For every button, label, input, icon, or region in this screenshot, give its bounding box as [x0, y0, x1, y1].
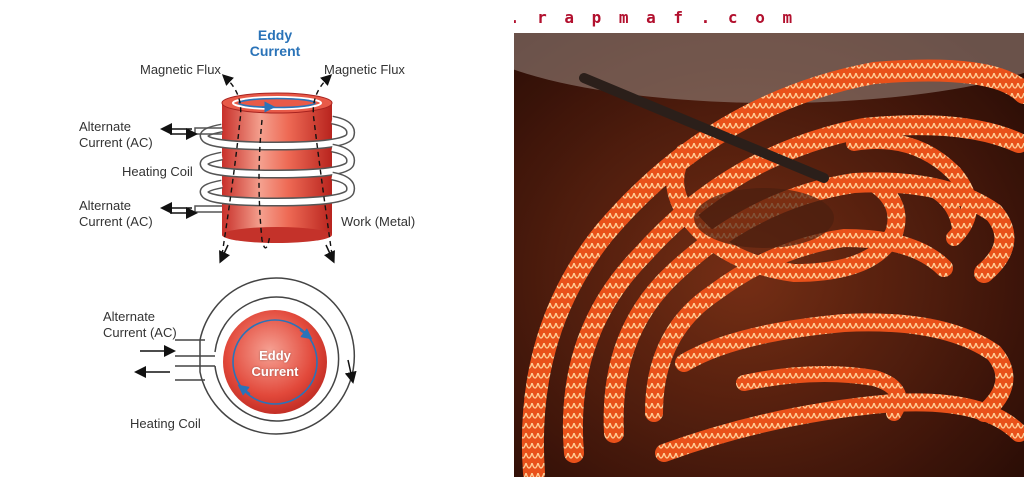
- label-eddy-current-top: Eddy Current: [248, 27, 302, 59]
- label-magnetic-flux-right: Magnetic Flux: [324, 62, 405, 78]
- coil-photo-svg: [514, 33, 1024, 477]
- cylinder-bottom: [222, 227, 332, 243]
- label-eddy-current-disk: Eddy Current: [245, 348, 305, 380]
- label-magnetic-flux-left: Magnetic Flux: [140, 62, 221, 78]
- label-alternate-current-top: Alternate Current (AC): [79, 119, 153, 151]
- glowing-heating-coil-photo: [514, 33, 1024, 477]
- induction-diagram-svg: [0, 0, 514, 477]
- label-alternate-current-bottom: Alternate Current (AC): [79, 198, 153, 230]
- label-work-metal: Work (Metal): [341, 214, 415, 230]
- induction-diagram-panel: Magnetic Flux Eddy Current Magnetic Flux…: [0, 0, 514, 477]
- ac-arrows-bottom: [140, 351, 170, 372]
- label-heating-coil-top: Heating Coil: [122, 164, 193, 180]
- top-induction-diagram: [166, 78, 351, 258]
- label-alternate-current-disk: Alternate Current (AC): [103, 309, 177, 341]
- label-heating-coil-disk: Heating Coil: [130, 416, 201, 432]
